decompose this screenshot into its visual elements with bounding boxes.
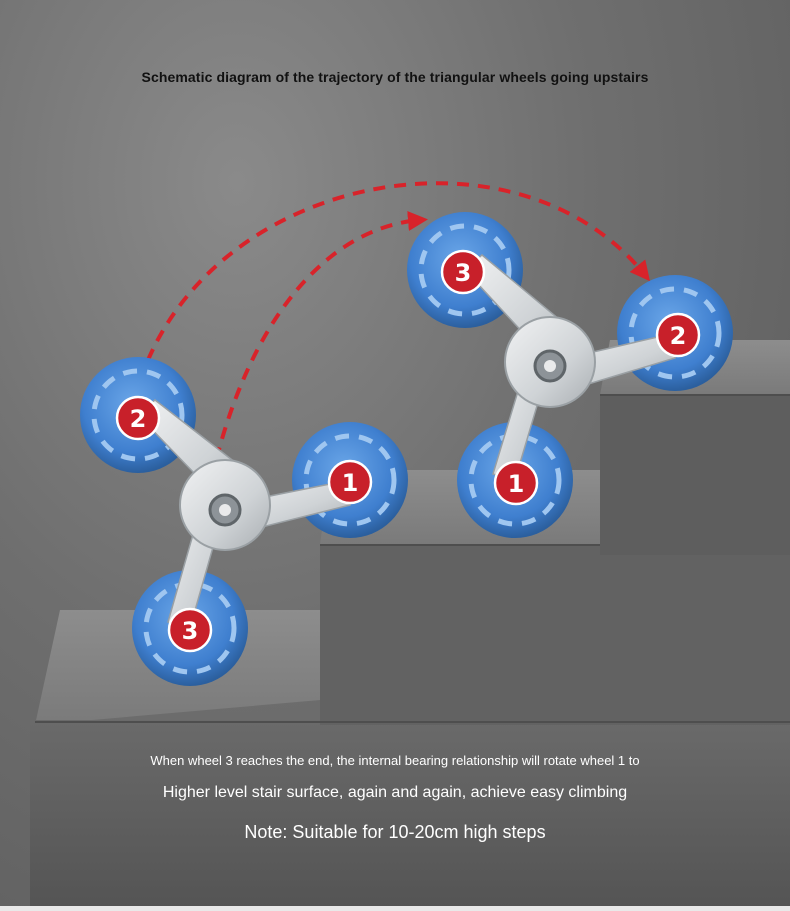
caption-line-1: When wheel 3 reaches the end, the intern… [150, 753, 640, 768]
badge-3-right: 3 [440, 249, 486, 295]
trajectory-arrow-outer [146, 181, 651, 361]
svg-text:3: 3 [182, 617, 199, 645]
tri-frame-right [463, 254, 676, 481]
tri-frame-left [136, 399, 351, 629]
svg-text:2: 2 [670, 322, 687, 350]
svg-text:1: 1 [508, 470, 525, 498]
badge-2-left: 2 [115, 395, 161, 441]
step-2-riser [320, 545, 790, 725]
svg-text:3: 3 [455, 259, 472, 287]
left-wheel-assembly: 2 1 3 [80, 357, 408, 686]
diagram-title: Schematic diagram of the trajectory of t… [141, 69, 649, 85]
right-wheel-assembly: 3 2 1 [407, 212, 733, 538]
caption-note: Note: Suitable for 10-20cm high steps [244, 822, 546, 842]
trajectory-arrow-inner [190, 211, 428, 626]
svg-text:2: 2 [130, 405, 147, 433]
badge-1-right: 1 [493, 460, 539, 506]
caption-line-2: Higher level stair surface, again and ag… [162, 784, 628, 801]
badge-1-left: 1 [327, 459, 373, 505]
badge-2-right: 2 [655, 312, 701, 358]
step-1-face [30, 720, 790, 910]
bottom-strip [0, 906, 790, 911]
svg-text:1: 1 [342, 469, 359, 497]
trajectory-arrows [146, 181, 651, 626]
step-3-riser [600, 395, 790, 555]
badge-3-left: 3 [167, 607, 213, 653]
